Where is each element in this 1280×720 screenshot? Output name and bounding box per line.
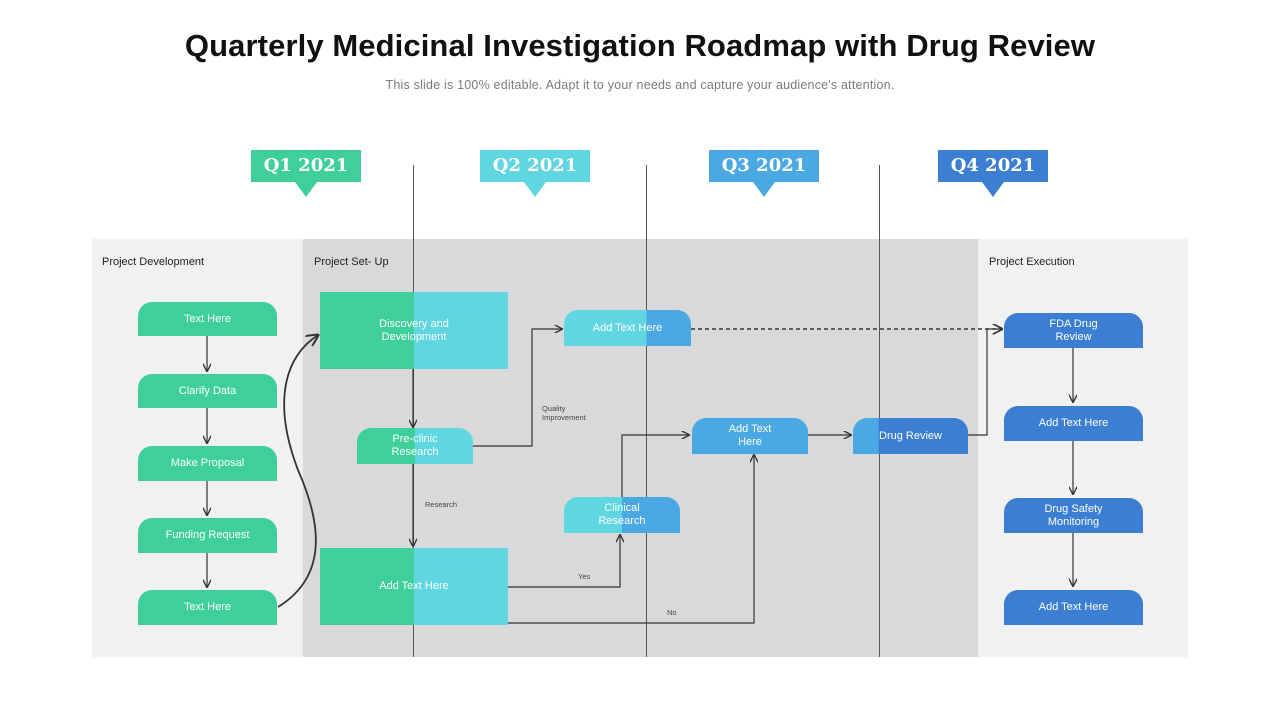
- node-label: Add Text Here: [379, 580, 449, 592]
- dev-step-clarify-data[interactable]: Clarify Data: [138, 374, 277, 408]
- project-execution-panel: [978, 239, 1188, 657]
- connector-preclinic-top: [472, 329, 562, 447]
- node-label: Pre-clinic Research: [391, 433, 439, 458]
- node-label: Add Text Here: [1038, 417, 1109, 429]
- down-arrow-icon: [295, 182, 317, 197]
- no-label: No: [667, 608, 677, 617]
- add-text-mid-node[interactable]: Add Text Here: [692, 418, 808, 454]
- yes-label: Yes: [578, 572, 591, 581]
- quality-improvement-label: Quality Improvement: [542, 404, 586, 422]
- dev-step-text-here-2[interactable]: Text Here: [138, 590, 277, 625]
- project-development-label: Project Development: [102, 256, 205, 268]
- node-label: Add Text Here: [728, 423, 772, 448]
- discovery-and-development-node[interactable]: Discovery and Development: [320, 292, 508, 369]
- quarter-tab-q3: Q3 2021: [709, 150, 819, 197]
- quarter-label: Q4 2021: [950, 155, 1036, 176]
- quarter-label: Q3 2021: [721, 155, 807, 176]
- dev-step-funding-request[interactable]: Funding Request: [138, 518, 277, 553]
- dev-step-label: Text Here: [183, 312, 232, 325]
- pre-clinic-research-node[interactable]: Pre-clinic Research: [357, 428, 473, 464]
- connector-yes-clinical: [508, 535, 620, 588]
- dev-step-make-proposal[interactable]: Make Proposal: [138, 446, 277, 481]
- project-execution-label: Project Execution: [989, 256, 1075, 268]
- connector-drug-review-fda: [968, 328, 1002, 436]
- quarter-label: Q1 2021: [263, 155, 349, 176]
- add-text-top-node[interactable]: Add Text Here: [564, 310, 691, 346]
- node-label: Clinical Research: [598, 502, 646, 527]
- quarter-divider-2: [646, 165, 647, 657]
- page-title: Quarterly Medicinal Investigation Roadma…: [184, 28, 1096, 63]
- add-text-bottom-node[interactable]: Add Text Here: [320, 548, 508, 625]
- dev-step-label: Funding Request: [165, 529, 250, 541]
- dev-step-label: Make Proposal: [170, 457, 245, 469]
- project-setup-label: Project Set- Up: [314, 256, 389, 268]
- connector-no-mid: [508, 455, 754, 624]
- node-label: Drug Review: [879, 429, 942, 442]
- down-arrow-icon: [753, 182, 775, 197]
- down-arrow-icon: [982, 182, 1004, 197]
- exec-add-text-2-node[interactable]: Add Text Here: [1004, 590, 1143, 625]
- research-label: Research: [425, 500, 458, 509]
- dev-step-label: Clarify Data: [178, 384, 237, 397]
- node-label: FDA Drug Review: [1049, 317, 1098, 343]
- quarter-label: Q2 2021: [492, 155, 578, 176]
- quarter-tab-q1: Q1 2021: [251, 150, 361, 197]
- connector-clinical-mid: [621, 435, 689, 497]
- quarter-divider-3: [879, 165, 880, 657]
- dev-step-label: Text Here: [183, 601, 232, 613]
- dev-step-text-here-1[interactable]: Text Here: [138, 302, 277, 336]
- drug-safety-monitoring-node[interactable]: Drug Safety Monitoring: [1004, 498, 1143, 533]
- quarter-tab-q4: Q4 2021: [938, 150, 1048, 197]
- node-label: Discovery and Development: [379, 317, 449, 343]
- node-label: Add Text Here: [1038, 601, 1109, 613]
- exec-add-text-1-node[interactable]: Add Text Here: [1004, 406, 1143, 441]
- node-label: Drug Safety Monitoring: [1044, 502, 1103, 528]
- drug-review-node[interactable]: Drug Review: [853, 418, 968, 454]
- clinical-research-node[interactable]: Clinical Research: [564, 497, 680, 533]
- page-subtitle: This slide is 100% editable. Adapt it to…: [385, 78, 895, 92]
- node-label: Add Text Here: [592, 321, 663, 334]
- fda-drug-review-node[interactable]: FDA Drug Review: [1004, 313, 1143, 348]
- down-arrow-icon: [524, 182, 546, 197]
- quarter-tab-q2: Q2 2021: [480, 150, 590, 197]
- connector-dev-to-discovery: [277, 335, 318, 608]
